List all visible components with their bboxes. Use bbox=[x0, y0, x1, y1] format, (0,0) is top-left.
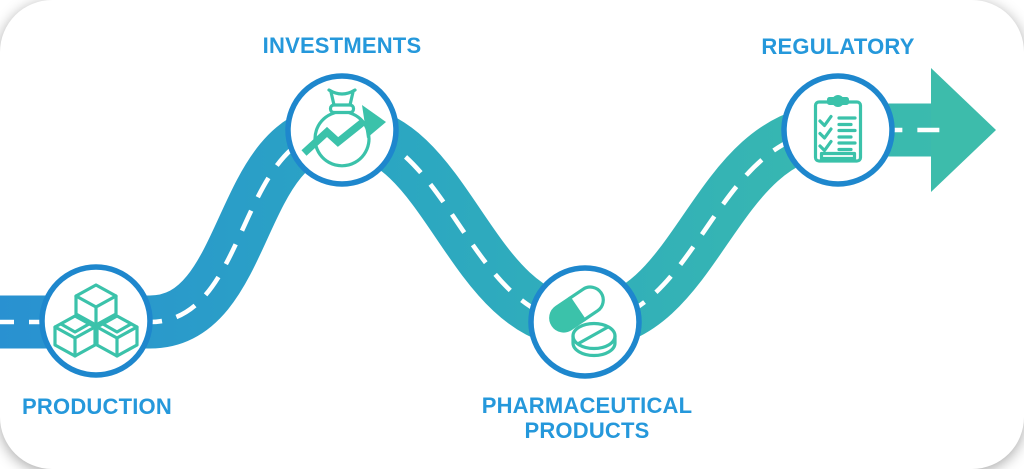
clipboard-checklist-icon bbox=[813, 95, 863, 163]
node-pharmaceutical-products bbox=[528, 265, 642, 379]
stage-label-investments: INVESTMENTS bbox=[262, 33, 422, 58]
pills-icon bbox=[549, 285, 617, 358]
road-centerline bbox=[0, 127, 941, 326]
stage-label-pharmaceutical-products: PHARMACEUTICAL PRODUCTS bbox=[481, 393, 693, 443]
node-investments bbox=[285, 73, 399, 187]
pharmaceutical-node-circle bbox=[528, 265, 642, 379]
money-bag-growth-icon bbox=[301, 88, 386, 168]
investments-node-circle bbox=[285, 73, 399, 187]
arrow-head-icon bbox=[931, 68, 996, 192]
node-regulatory bbox=[781, 73, 895, 187]
stage-label-regulatory: REGULATORY bbox=[761, 34, 915, 59]
node-production bbox=[39, 264, 153, 378]
stage-label-production: PRODUCTION bbox=[22, 394, 172, 419]
boxes-icon bbox=[53, 283, 139, 358]
